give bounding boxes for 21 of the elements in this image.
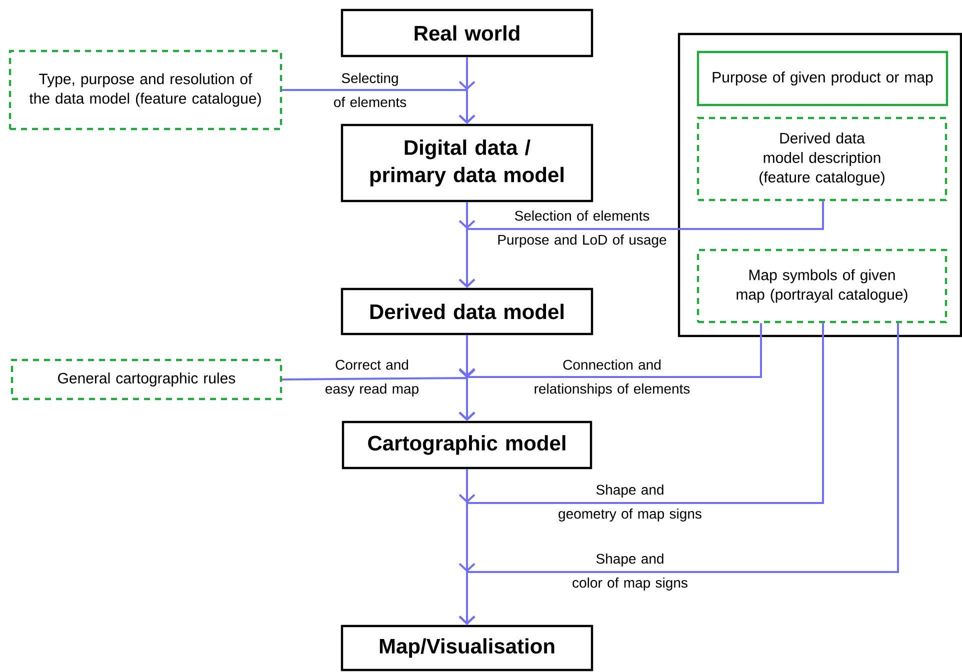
process-box: Real world (340, 8, 594, 58)
input-box: Map symbols of given map (portrayal catalogue) (696, 248, 948, 324)
edge-label: Selection of elements Purpose and LoD of usage (498, 210, 666, 248)
input-box: Type, purpose and resolution of the data model (feature catalogue) (8, 50, 282, 130)
edge-label: Shape and color of map signs (572, 553, 688, 590)
edge-label: Shape and geometry of map signs (558, 484, 702, 522)
process-box: Cartographic model (342, 420, 592, 470)
process-box: Derived data model (340, 288, 594, 336)
edge-label: Connection and relationships of elements (534, 359, 690, 396)
arrow (282, 80, 476, 124)
process-box: Map/Visualisation (340, 624, 594, 672)
edge-label: Correct and easy read map (326, 359, 418, 396)
arrow (458, 323, 899, 625)
input-box: Purpose of given product or map (696, 50, 948, 106)
group-box (678, 32, 962, 338)
input-box: General cartographic rules (10, 358, 282, 400)
process-box: Digital data / primary data model (340, 124, 594, 202)
input-box: Derived data model description (feature catalogue) (696, 116, 948, 202)
arrow (458, 201, 824, 288)
arrow (458, 323, 762, 421)
edge-label: Selecting of elements (334, 72, 406, 108)
